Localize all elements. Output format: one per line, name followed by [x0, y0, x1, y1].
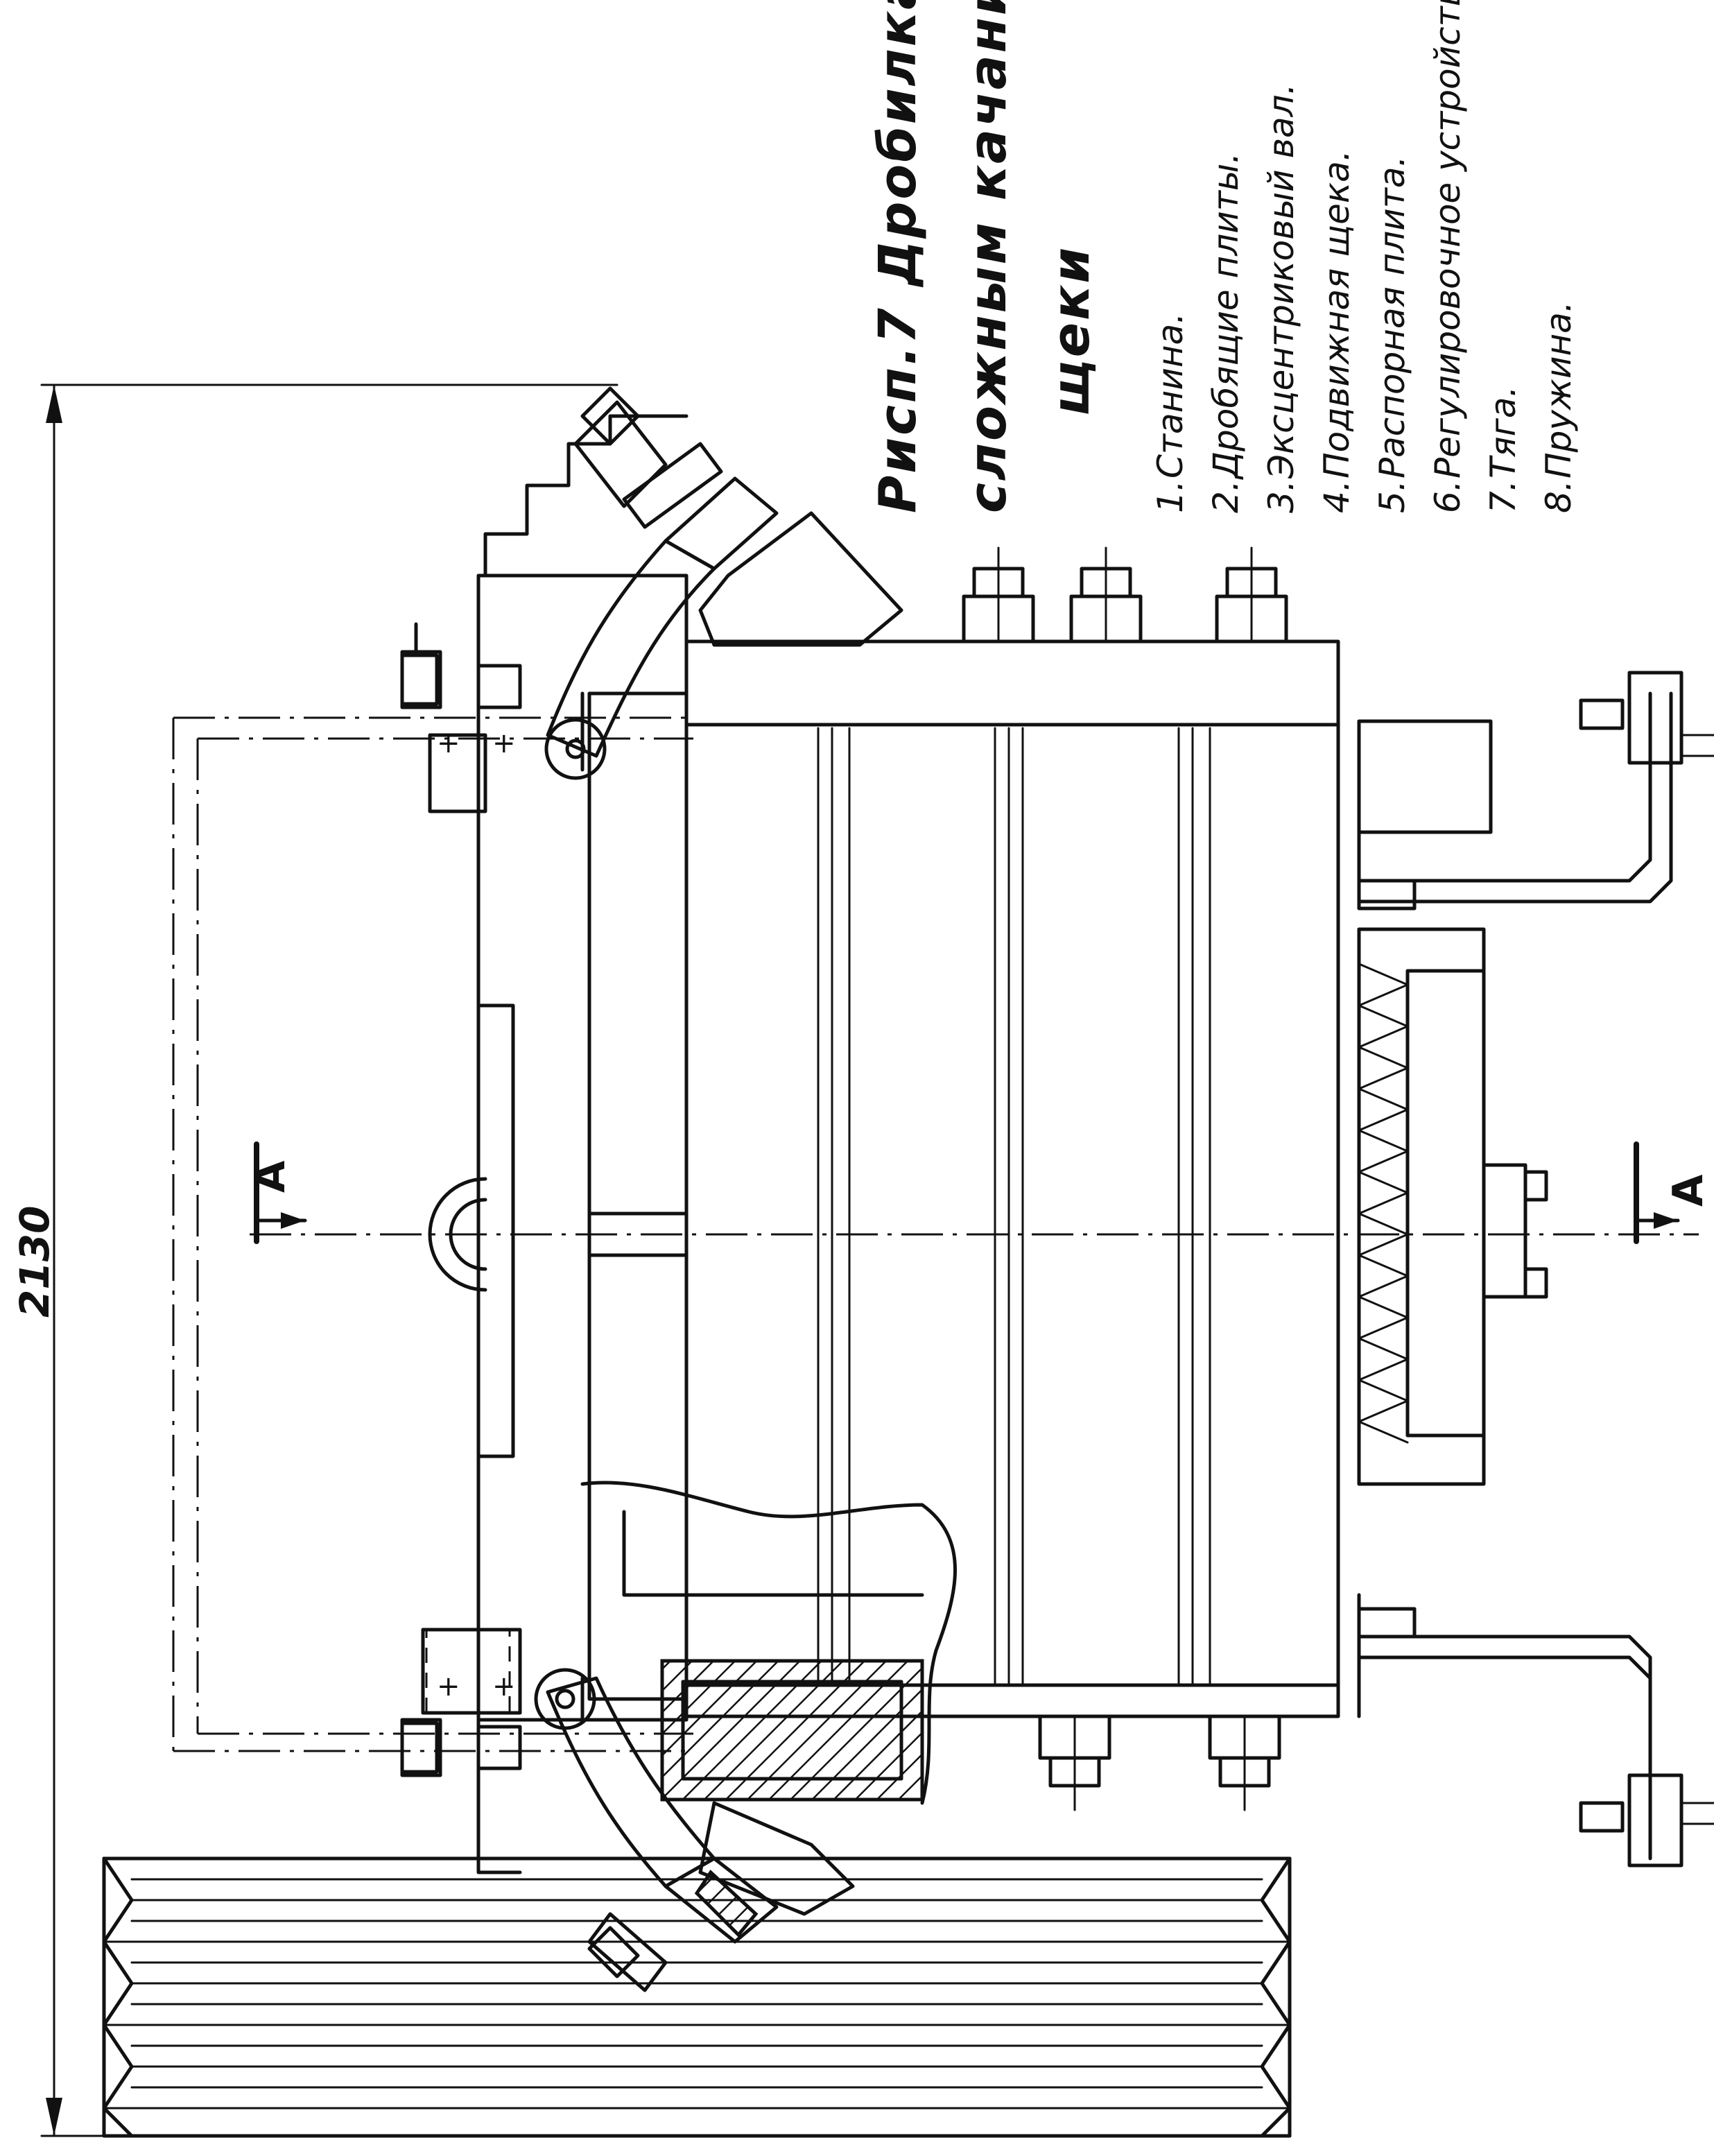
svg-text:+: + — [437, 1671, 460, 1702]
svg-text:3.: 3. — [1261, 480, 1301, 513]
svg-text:Пружина.: Пружина. — [1539, 301, 1579, 478]
right-bracket-top — [1357, 671, 1714, 904]
section-mark-left — [254, 1141, 307, 1244]
svg-text:2.: 2. — [1206, 480, 1246, 513]
svg-text:Регулировочное устройство.: Регулировочное устройство. — [1428, 0, 1468, 478]
svg-text:+: + — [437, 727, 460, 759]
legend-item: 8. Пружина. — [1539, 301, 1579, 513]
section-mark-right — [1634, 1141, 1680, 1244]
legend-item: 3. Эксцентриковый вал. — [1261, 83, 1301, 513]
legend-item: 2. Дробящие плиты. — [1206, 153, 1246, 513]
crusher-assembly-drawing: + + + + — [40, 383, 1714, 2138]
svg-text:Дробящие плиты.: Дробящие плиты. — [1206, 153, 1246, 480]
legend-item: 5. Распорная плита. — [1372, 156, 1412, 513]
title-line-3: щеки — [1041, 245, 1101, 416]
legend-item: 6. Регулировочное устройство. — [1428, 0, 1468, 513]
svg-text:1.: 1. — [1150, 480, 1191, 513]
svg-text:+: + — [492, 727, 516, 759]
svg-text:8.: 8. — [1539, 480, 1579, 513]
right-adjusting-device — [1357, 719, 1548, 1718]
title-block: Рисп.7 Дробилка со сложным качанием щеки — [868, 0, 1101, 513]
top-nuts — [962, 546, 1288, 644]
knobs: + + + + — [400, 653, 516, 1774]
legend-item: 1. Станина. — [1150, 313, 1191, 513]
frame-body — [428, 574, 689, 1722]
title-line-2: сложным качанием — [958, 0, 1018, 513]
svg-text:Тяга.: Тяга. — [1483, 386, 1523, 478]
plate-teeth — [1358, 963, 1409, 1444]
svg-text:Распорная плита.: Распорная плита. — [1372, 156, 1412, 478]
flywheel-pulley — [102, 1856, 1292, 2138]
svg-text:Станина.: Станина. — [1150, 313, 1191, 478]
svg-text:Подвижная щека.: Подвижная щека. — [1317, 150, 1357, 478]
legend-item: 4. Подвижная щека. — [1317, 150, 1357, 513]
svg-text:7.: 7. — [1483, 480, 1523, 513]
cutaway-section — [580, 1481, 957, 1805]
upper-bearing-block — [400, 414, 689, 813]
section-label-right: А — [1664, 1174, 1713, 1207]
svg-text:5.: 5. — [1372, 480, 1412, 513]
svg-text:Эксцентриковый вал.: Эксцентриковый вал. — [1261, 83, 1301, 479]
moving-jaw — [587, 639, 1340, 1718]
overall-dimension — [40, 383, 618, 2137]
bottom-nuts — [1038, 1714, 1281, 1811]
dimension-label: 2130 — [11, 1206, 58, 1318]
lower-spacer-arm — [534, 1668, 855, 1992]
right-bracket-bottom — [1357, 1635, 1714, 1868]
svg-text:6.: 6. — [1428, 480, 1468, 513]
svg-text:4.: 4. — [1317, 480, 1357, 513]
upper-spacer-arm — [544, 386, 903, 780]
section-label-left: А — [246, 1160, 295, 1193]
title-line-1: Рисп.7 Дробилка со — [868, 0, 928, 513]
parts-legend: 1. Станина. 2. Дробящие плиты. 3. Эксцен… — [1150, 0, 1579, 513]
svg-text:+: + — [492, 1671, 516, 1702]
legend-item: 7. Тяга. — [1483, 386, 1523, 513]
